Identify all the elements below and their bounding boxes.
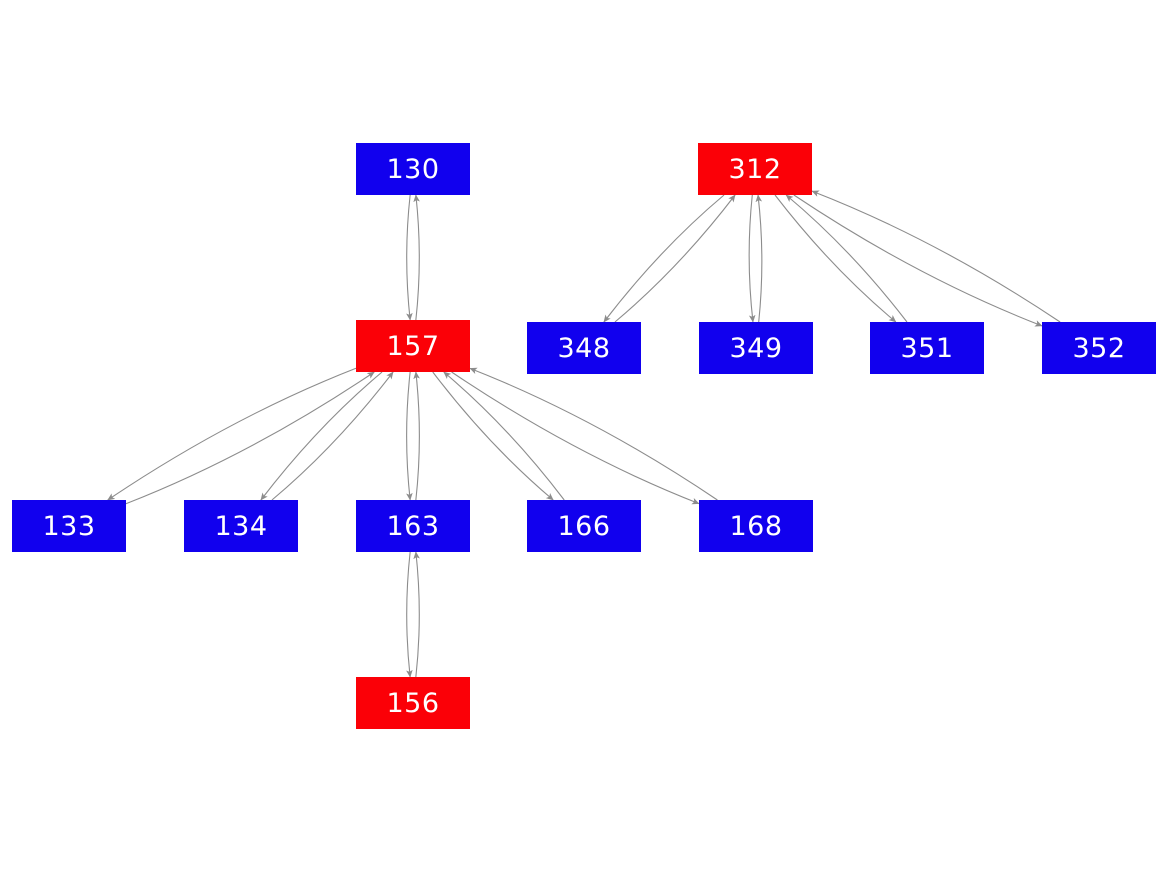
graph-node-label: 351 [900,332,954,364]
graph-node-label: 168 [729,510,783,542]
graph-edge-134-to-157 [271,371,394,501]
graph-node-130[interactable]: 130 [356,143,470,195]
graph-node-label: 133 [42,510,96,542]
graph-node-label: 130 [386,153,440,185]
graph-node-163[interactable]: 163 [356,500,470,552]
graph-edge-312-to-348 [603,194,725,323]
graph-node-348[interactable]: 348 [527,322,641,374]
graph-edge-166-to-157 [443,371,565,501]
graph-edge-312-to-351 [774,194,897,323]
graph-node-166[interactable]: 166 [527,500,641,552]
graph-node-label: 163 [386,510,440,542]
graph-edge-312-to-352 [793,194,1043,327]
graph-node-label: 156 [386,687,440,719]
graph-node-157[interactable]: 157 [356,320,470,372]
graph-node-156[interactable]: 156 [356,677,470,729]
graph-node-352[interactable]: 352 [1042,322,1156,374]
graph-node-168[interactable]: 168 [699,500,813,552]
graph-edge-156-to-163 [413,551,420,678]
graph-edge-168-to-157 [469,367,718,501]
graph-edge-157-to-133 [107,367,357,501]
graph-node-312[interactable]: 312 [698,143,812,195]
graph-edge-157-to-168 [451,371,700,505]
graph-edge-133-to-157 [125,371,375,505]
graph-node-label: 157 [386,330,440,362]
graph-node-label: 166 [557,510,611,542]
graph-edge-157-to-134 [260,371,383,501]
graph-edge-157-to-163 [406,371,413,501]
graph-edge-351-to-312 [785,194,908,323]
graph-edge-348-to-312 [614,194,736,323]
graph-node-label: 312 [728,153,782,185]
graph-edge-130-to-157 [406,194,413,321]
graph-edge-163-to-156 [406,551,413,678]
graph-node-label: 348 [557,332,611,364]
graph-node-349[interactable]: 349 [699,322,813,374]
graph-node-label: 352 [1072,332,1126,364]
graph-node-label: 349 [729,332,783,364]
graph-edge-312-to-349 [748,194,756,323]
graph-edge-163-to-157 [413,371,420,501]
graph-node-134[interactable]: 134 [184,500,298,552]
graph-node-133[interactable]: 133 [12,500,126,552]
graph-edge-349-to-312 [755,194,763,323]
graph-node-351[interactable]: 351 [870,322,984,374]
graph-edge-157-to-130 [413,194,420,321]
graph-edge-157-to-166 [432,371,554,501]
graph-node-label: 134 [214,510,268,542]
graph-edge-352-to-312 [811,190,1061,323]
